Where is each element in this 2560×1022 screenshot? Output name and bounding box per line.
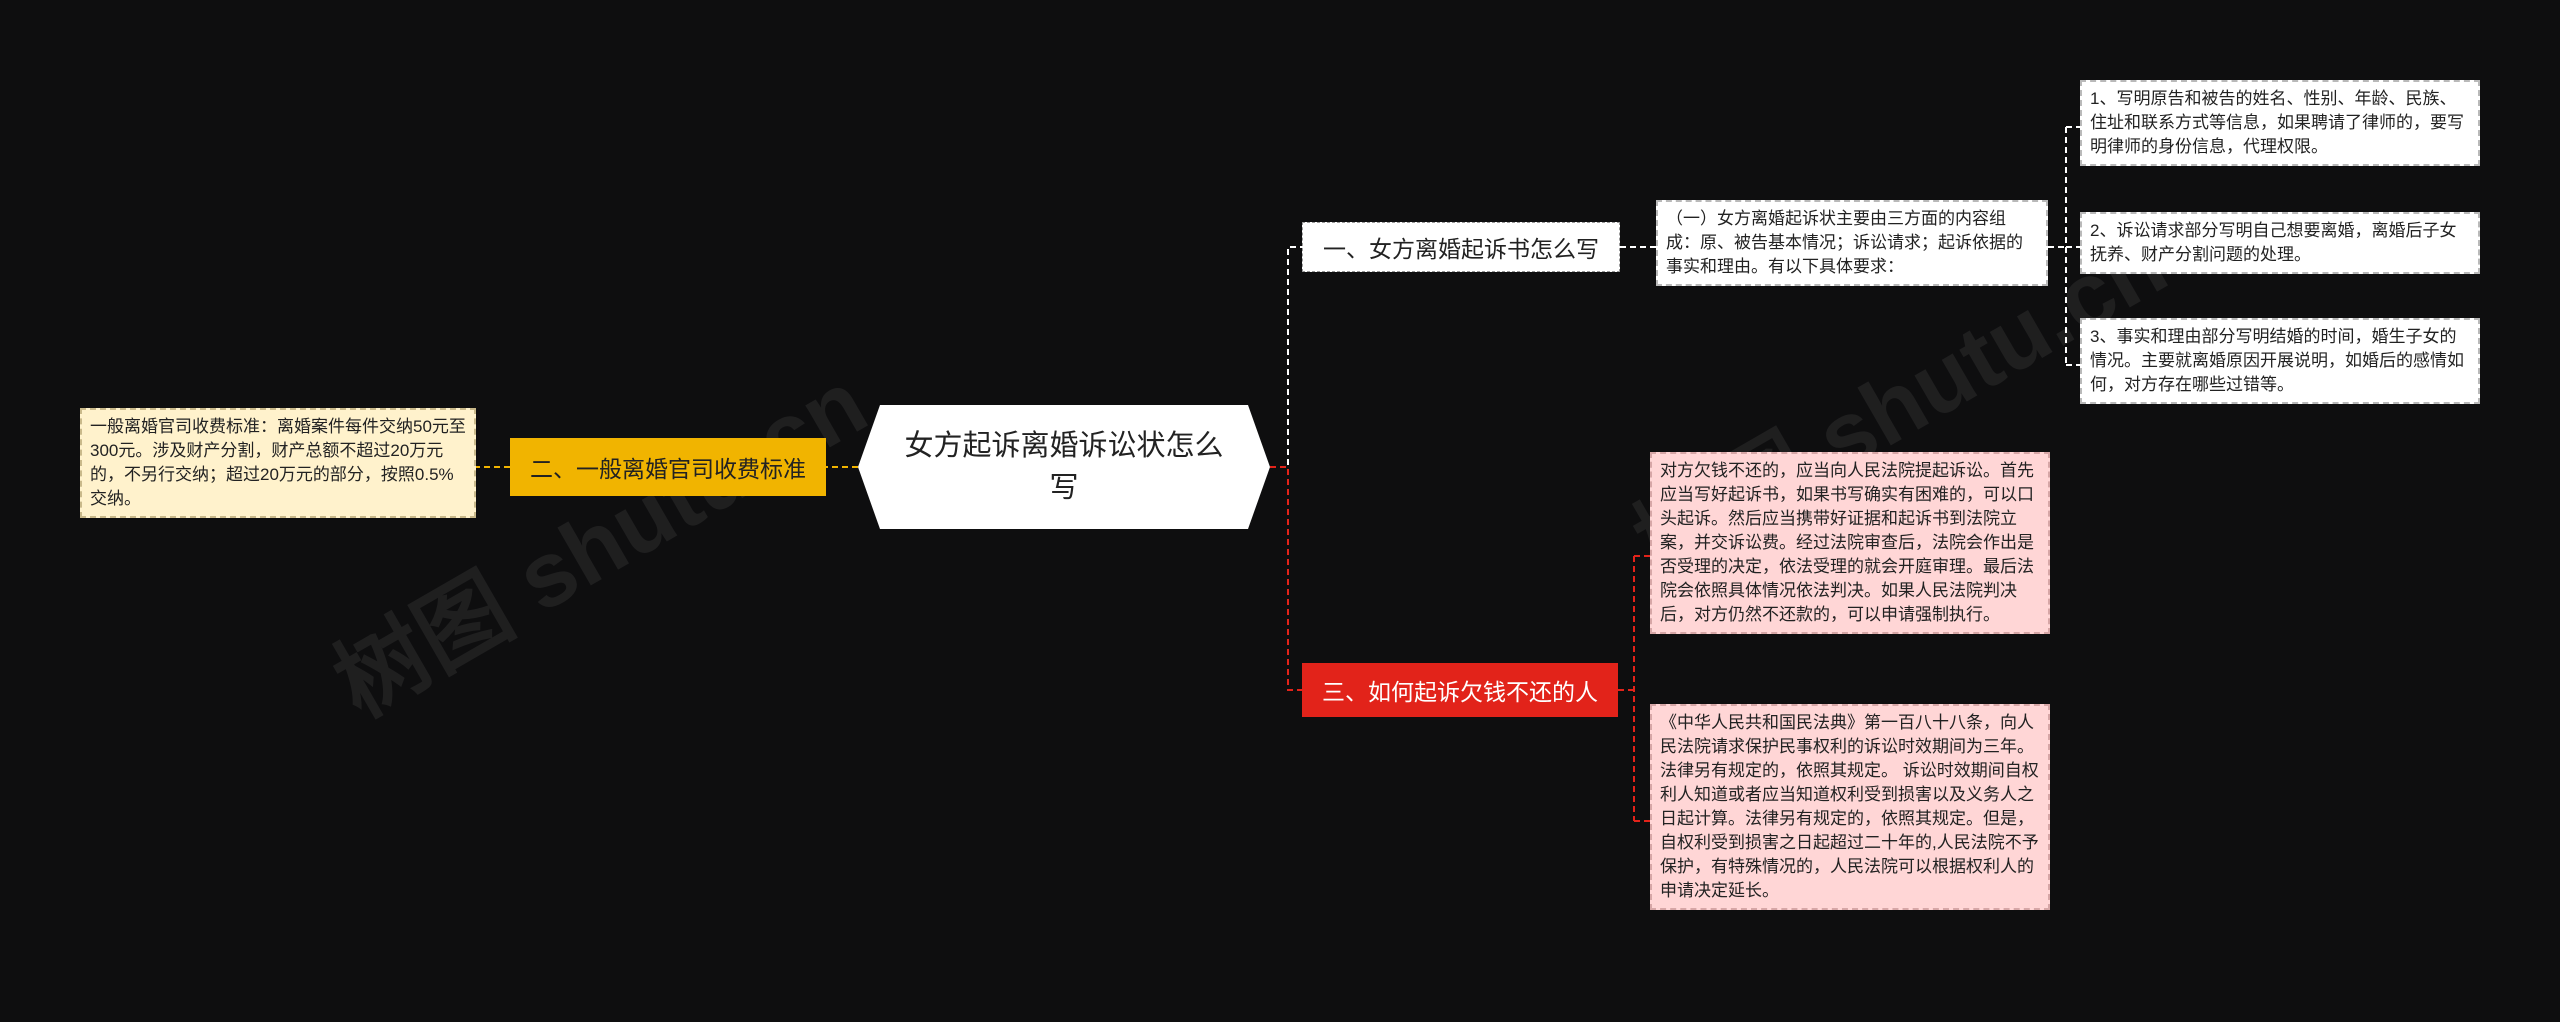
branch-node-3[interactable]: 三、如何起诉欠钱不还的人 xyxy=(1302,663,1618,717)
branch-1-intro-text: （一）女方离婚起诉状主要由三方面的内容组成：原、被告基本情况；诉讼请求；起诉依据… xyxy=(1666,209,2023,276)
branch-1-item-1-text: 1、写明原告和被告的姓名、性别、年龄、民族、住址和联系方式等信息，如果聘请了律师… xyxy=(2090,89,2464,156)
branch-1-item-2[interactable]: 2、诉讼请求部分写明自己想要离婚，离婚后子女抚养、财产分割问题的处理。 xyxy=(2080,212,2480,274)
branch-node-1[interactable]: 一、女方离婚起诉书怎么写 xyxy=(1302,222,1620,272)
branch-1-intro[interactable]: （一）女方离婚起诉状主要由三方面的内容组成：原、被告基本情况；诉讼请求；起诉依据… xyxy=(1656,200,2048,286)
branch-3-item-1[interactable]: 对方欠钱不还的，应当向人民法院提起诉讼。首先应当写好起诉书，如果书写确实有困难的… xyxy=(1650,452,2050,634)
branch-node-2[interactable]: 二、一般离婚官司收费标准 xyxy=(510,438,826,496)
branch-2-item-1[interactable]: 一般离婚官司收费标准：离婚案件每件交纳50元至300元。涉及财产分割，财产总额不… xyxy=(80,408,476,518)
link-intro-items xyxy=(2048,126,2080,366)
branch-1-item-3-text: 3、事实和理由部分写明结婚的时间，婚生子女的情况。主要就离婚原因开展说明，如婚后… xyxy=(2090,327,2464,394)
branch-2-item-1-text: 一般离婚官司收费标准：离婚案件每件交纳50元至300元。涉及财产分割，财产总额不… xyxy=(90,417,466,508)
branch-1-item-2-text: 2、诉讼请求部分写明自己想要离婚，离婚后子女抚养、财产分割问题的处理。 xyxy=(2090,221,2457,264)
branch-3-item-2-text: 《中华人民共和国民法典》第一百八十八条，向人民法院请求保护民事权利的诉讼时效期间… xyxy=(1660,713,2039,900)
central-topic-text: 女方起诉离婚诉讼状怎么写 xyxy=(904,430,1224,504)
central-topic[interactable]: 女方起诉离婚诉讼状怎么写 xyxy=(858,405,1270,529)
branch-label-3: 三、如何起诉欠钱不还的人 xyxy=(1322,679,1598,705)
branch-label-2: 二、一般离婚官司收费标准 xyxy=(530,456,806,482)
branch-label-1: 一、女方离婚起诉书怎么写 xyxy=(1323,236,1599,262)
branch-3-item-2[interactable]: 《中华人民共和国民法典》第一百八十八条，向人民法院请求保护民事权利的诉讼时效期间… xyxy=(1650,704,2050,910)
link-center-b3 xyxy=(1270,466,1302,691)
branch-3-item-1-text: 对方欠钱不还的，应当向人民法院提起诉讼。首先应当写好起诉书，如果书写确实有困难的… xyxy=(1660,461,2034,624)
link-center-b1 xyxy=(1270,246,1302,468)
branch-1-item-1[interactable]: 1、写明原告和被告的姓名、性别、年龄、民族、住址和联系方式等信息，如果聘请了律师… xyxy=(2080,80,2480,166)
link-b3-leaves xyxy=(1618,555,1650,822)
branch-1-item-3[interactable]: 3、事实和理由部分写明结婚的时间，婚生子女的情况。主要就离婚原因开展说明，如婚后… xyxy=(2080,318,2480,404)
